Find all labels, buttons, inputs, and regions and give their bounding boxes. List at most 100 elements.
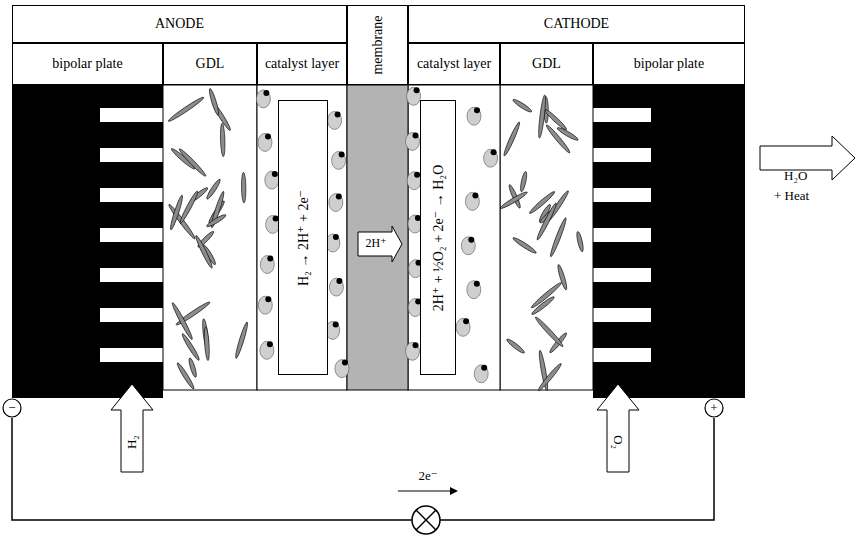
- flow-channel: [100, 228, 163, 242]
- platinum-dot: [335, 111, 341, 117]
- electron-arrow: [398, 491, 450, 492]
- terminal-sign: +: [706, 400, 722, 416]
- carbon-particle: [467, 107, 481, 125]
- layer-label: bipolar plate: [12, 43, 163, 85]
- platinum-dot: [339, 151, 345, 157]
- gdl-fiber: [208, 88, 220, 116]
- gdl-fibers: [167, 88, 584, 392]
- flow-channel: [593, 268, 651, 282]
- gdl-fiber: [499, 190, 528, 210]
- node-text: 2H⁺: [366, 237, 387, 250]
- lamp-symbol: [416, 510, 436, 530]
- heat-arrow: [760, 136, 855, 180]
- platinum-dot: [463, 318, 469, 324]
- header-cell: membrane: [347, 5, 408, 85]
- gdl-fiber: [178, 147, 207, 177]
- gdl-fiber: [537, 95, 547, 139]
- gdl-fiber: [234, 321, 249, 359]
- platinum-dot: [272, 171, 278, 177]
- carbon-particle: [329, 278, 343, 296]
- platinum-dot: [342, 360, 348, 366]
- layer-label: catalyst layer: [408, 43, 500, 85]
- gdl-fiber: [167, 96, 205, 123]
- platinum-dot: [491, 149, 497, 155]
- anode-bipolar-plate: [12, 85, 163, 398]
- flow-channel: [100, 148, 163, 162]
- gdl-fiber: [502, 121, 521, 157]
- cathode-bipolar-plate: [593, 85, 745, 398]
- anode-gdl: [163, 85, 257, 390]
- carbon-particle: [335, 360, 349, 378]
- gdl-fiber: [535, 202, 558, 241]
- hydrogen-arrow: [111, 384, 153, 472]
- platinum-dot: [414, 87, 420, 93]
- carbon-particle: [407, 87, 421, 105]
- label: H₂O: [784, 169, 807, 183]
- layer-label: bipolar plate: [593, 43, 745, 85]
- carbon-particle: [474, 365, 488, 383]
- cathode-gdl: [500, 85, 593, 390]
- label: H₂: [125, 435, 139, 449]
- gdl-fiber: [537, 362, 563, 392]
- gdl-fiber: [206, 213, 227, 228]
- carbon-particle: [265, 171, 279, 189]
- gdl-fiber: [534, 316, 565, 348]
- gdl-fiber: [506, 338, 526, 355]
- platinum-dot: [333, 321, 339, 327]
- gdl-fiber: [512, 98, 533, 114]
- node-text: CATHODE: [544, 16, 609, 31]
- carbon-particle: [258, 133, 272, 151]
- label: 2e⁻: [418, 469, 437, 483]
- reaction-box: H₂ → 2H⁺ + 2e⁻: [278, 100, 328, 375]
- carbon-particle: [328, 111, 342, 129]
- lamp-symbol: [412, 506, 440, 534]
- carbon-particle: [260, 341, 274, 359]
- gdl-fiber: [576, 231, 585, 252]
- flow-channel: [593, 148, 651, 162]
- reaction-box: 2H⁺ + ½O₂ + 2e⁻ → H₂O: [420, 100, 456, 375]
- gdl-fiber: [530, 281, 563, 309]
- terminal-sign: −: [4, 400, 20, 416]
- carbon-particle: [456, 318, 470, 336]
- carbon-particle: [461, 237, 475, 255]
- node-text: membrane: [370, 15, 386, 74]
- platinum-dot: [468, 237, 474, 243]
- platinum-dot: [472, 192, 478, 198]
- node-text: bipolar plate: [52, 56, 122, 71]
- node-text: GDL: [532, 56, 561, 71]
- platinum-dot: [474, 107, 480, 113]
- terminal: [705, 399, 723, 417]
- gdl-fiber: [549, 217, 568, 258]
- proton-arrow: [358, 226, 402, 262]
- node-text: −: [8, 401, 15, 415]
- node-text: GDL: [196, 56, 225, 71]
- wire: [12, 418, 412, 520]
- platinum-dot: [474, 281, 480, 287]
- label: + Heat: [774, 189, 809, 203]
- lamp-symbol: [416, 510, 436, 530]
- carbon-particle: [326, 234, 340, 252]
- wire: [440, 418, 714, 520]
- node-text: bipolar plate: [634, 56, 704, 71]
- platinum-dot: [267, 256, 273, 262]
- platinum-dot: [333, 234, 339, 240]
- layer-label: GDL: [163, 43, 257, 85]
- gdl-fiber: [203, 326, 210, 360]
- platinum-dot: [336, 194, 342, 200]
- gdl-fiber: [171, 302, 194, 341]
- gdl-fiber: [178, 190, 199, 224]
- carbon-particle: [406, 132, 420, 150]
- platinum-dot: [413, 132, 419, 138]
- platinum-dot: [481, 365, 487, 371]
- membrane: [347, 85, 408, 390]
- gdl-fiber: [194, 235, 214, 269]
- carbon-particle: [258, 296, 272, 314]
- carbon-particle: [260, 256, 274, 274]
- proton-label: 2H⁺: [360, 234, 392, 254]
- flow-channel: [593, 348, 651, 362]
- node-text: H₂ → 2H⁺ + 2e⁻: [295, 190, 312, 286]
- header-cell: CATHODE: [408, 5, 745, 43]
- gdl-fiber: [220, 123, 226, 157]
- gdl-fiber: [169, 195, 184, 231]
- flow-channel: [593, 108, 651, 122]
